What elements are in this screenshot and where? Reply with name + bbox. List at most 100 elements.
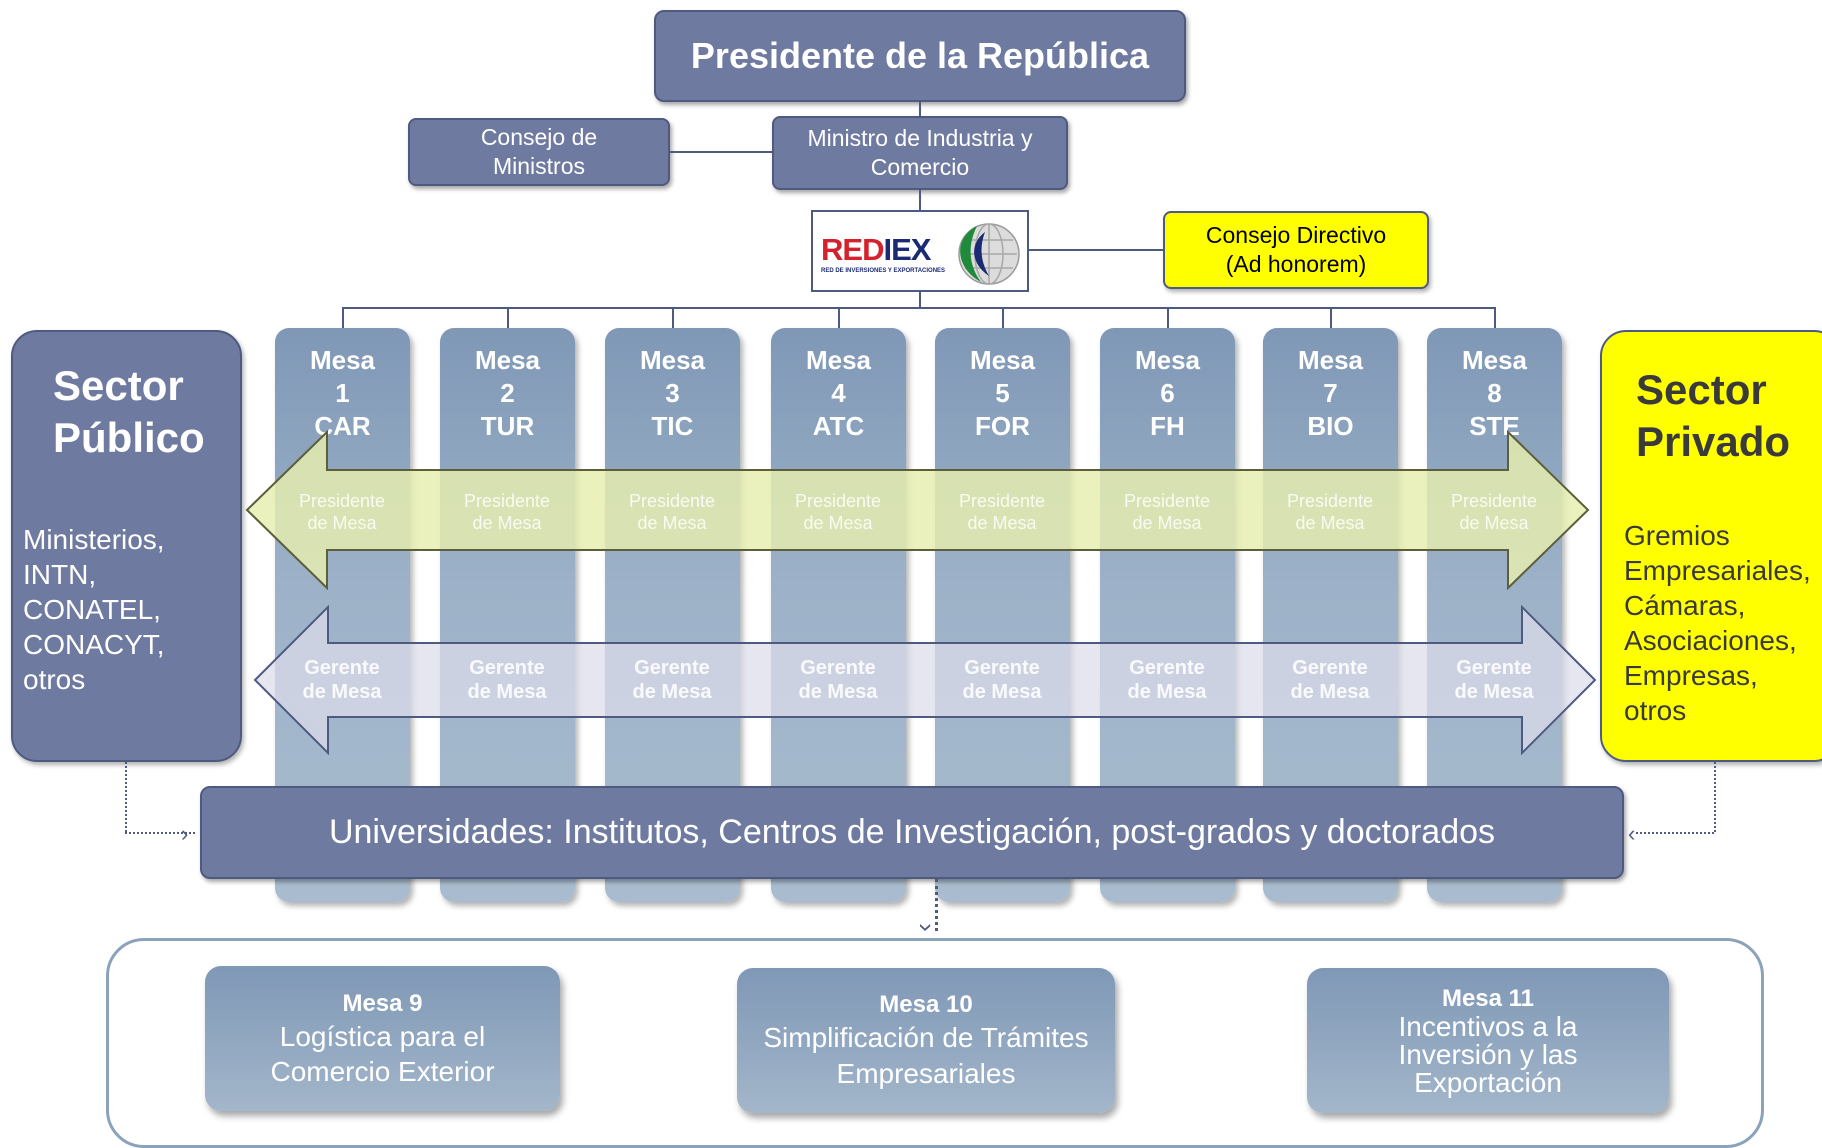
connector-president-ministro	[919, 102, 921, 116]
sector-privado-title: Sector Privado	[1636, 366, 1791, 465]
mesa-header-2: Mesa 2 TUR	[440, 344, 575, 443]
presidente-mesa-label: Presidente de Mesa	[1123, 491, 1211, 533]
mesa-drop-8	[1494, 307, 1496, 329]
mesa-header-4: Mesa 4 ATC	[771, 344, 906, 443]
rediex-iex-part: IEX	[883, 232, 931, 267]
consejo-directivo-label: Consejo Directivo (Ad honorem)	[1205, 222, 1387, 277]
mesa-word: Mesa	[1297, 345, 1364, 375]
mesa-drop-4	[838, 307, 840, 329]
mesa-number: 7	[1323, 378, 1338, 408]
privado-dotted-connector-h	[1636, 832, 1714, 834]
presidente-mesa-label: Presidente de Mesa	[628, 491, 716, 533]
mesa-11-box: Mesa 11 Incentivos a la Inversión y las …	[1307, 968, 1669, 1113]
universidades-label: Universidades: Institutos, Centros de In…	[328, 813, 1496, 851]
rediex-wordmark: REDIEX	[821, 232, 931, 268]
globe-icon	[958, 223, 1020, 285]
connector-rediex-consejo-directivo	[1029, 249, 1163, 251]
ministro-box: Ministro de Industria y Comercio	[772, 116, 1068, 190]
mesa-code: ATC	[812, 411, 865, 441]
mesa-number: 5	[995, 378, 1010, 408]
sector-publico-box: Sector Público Ministerios, INTN, CONATE…	[11, 330, 242, 762]
mesa-9-title: Mesa 9	[342, 989, 423, 1017]
mesa-11-desc: Incentivos a la Inversión y las Exportac…	[1398, 1010, 1578, 1098]
mesa-drop-5	[1002, 307, 1004, 329]
rediex-logo: REDIEX RED DE INVERSIONES Y EXPORTACIONE…	[811, 210, 1029, 292]
mesa-word: Mesa	[969, 345, 1036, 375]
president-box: Presidente de la República	[654, 10, 1186, 102]
consejo-directivo-box: Consejo Directivo (Ad honorem)	[1163, 211, 1429, 289]
mesa-drop-2	[507, 307, 509, 329]
mesa-number: 3	[665, 378, 680, 408]
rediex-tagline: RED DE INVERSIONES Y EXPORTACIONES	[821, 268, 946, 274]
mesa-header-5: Mesa 5 FOR	[935, 344, 1070, 443]
mesa-number: 2	[500, 378, 515, 408]
mesa-word: Mesa	[474, 345, 541, 375]
gerente-mesa-label: Gerente de Mesa	[1290, 657, 1370, 703]
mesa-word: Mesa	[639, 345, 706, 375]
mesa-code: BIO	[1307, 411, 1354, 441]
gerente-mesa-label: Gerente de Mesa	[632, 657, 712, 703]
mesa-drop-1	[342, 307, 344, 329]
connector-rediex-bus	[919, 292, 921, 308]
mesa-bus-line	[342, 307, 1496, 309]
gerente-mesa-label: Gerente de Mesa	[798, 657, 878, 703]
mesa-word: Mesa	[1461, 345, 1528, 375]
mesa-header-1: Mesa 1 CAR	[275, 344, 410, 443]
mesa-drop-3	[672, 307, 674, 329]
mesa-number: 1	[335, 378, 350, 408]
mesa-number: 4	[831, 378, 846, 408]
mesa-9-box: Mesa 9 Logística para el Comercio Exteri…	[205, 966, 560, 1111]
rediex-red-part: RED	[821, 232, 884, 267]
sector-privado-items: Gremios Empresariales, Cámaras, Asociaci…	[1624, 520, 1811, 726]
gerente-double-arrow	[253, 605, 1597, 755]
presidente-double-arrow	[245, 430, 1590, 590]
presidente-mesa-label: Presidente de Mesa	[958, 491, 1046, 533]
gerente-mesa-label: Gerente de Mesa	[1127, 657, 1207, 703]
mesa-drop-6	[1167, 307, 1169, 329]
mesa-10-title: Mesa 10	[879, 990, 973, 1018]
arrow-down-icon: ›	[911, 923, 942, 932]
mesa-code: TIC	[651, 411, 694, 441]
presidente-mesa-label: Presidente de Mesa	[463, 491, 551, 533]
mesa-number: 8	[1487, 378, 1502, 408]
gerente-mesa-label: Gerente de Mesa	[467, 657, 547, 703]
consejo-ministros-box: Consejo de Ministros	[408, 118, 670, 186]
consejo-ministros-label: Consejo de Ministros	[480, 124, 598, 179]
sector-privado-box: Sector Privado Gremios Empresariales, Cá…	[1600, 330, 1822, 762]
down-dotted-connector	[935, 879, 938, 931]
presidente-mesa-label: Presidente de Mesa	[1450, 491, 1538, 533]
sector-publico-title: Sector Público	[53, 362, 205, 461]
mesa-10-desc: Simplificación de Trámites Empresariales	[763, 1021, 1089, 1089]
mesa-header-8: Mesa 8 STE	[1427, 344, 1562, 443]
publico-dotted-connector-h	[125, 832, 195, 834]
mesa-9-desc: Logística para el Comercio Exterior	[270, 1020, 495, 1087]
mesa-code: TUR	[480, 411, 535, 441]
mesa-header-7: Mesa 7 BIO	[1263, 344, 1398, 443]
mesa-number: 6	[1160, 378, 1175, 408]
mesa-word: Mesa	[805, 345, 872, 375]
ministro-label: Ministro de Industria y Comercio	[807, 125, 1033, 180]
arrow-right-icon: ›	[181, 821, 189, 846]
publico-dotted-connector	[125, 762, 127, 832]
sector-publico-items: Ministerios, INTN, CONATEL, CONACYT, otr…	[23, 524, 165, 695]
mesa-code: FOR	[975, 411, 1030, 441]
connector-ministro-rediex	[919, 190, 921, 210]
presidente-mesa-label: Presidente de Mesa	[298, 491, 386, 533]
president-label: Presidente de la República	[690, 35, 1150, 76]
gerente-mesa-label: Gerente de Mesa	[1454, 657, 1534, 703]
mesa-word: Mesa	[309, 345, 376, 375]
presidente-mesa-label: Presidente de Mesa	[794, 491, 882, 533]
universidades-bar: Universidades: Institutos, Centros de In…	[200, 786, 1624, 879]
arrow-left-icon: ‹	[1628, 821, 1636, 846]
mesa-word: Mesa	[1134, 345, 1201, 375]
mesa-11-title: Mesa 11	[1441, 984, 1535, 1012]
mesa-header-3: Mesa 3 TIC	[605, 344, 740, 443]
connector-consejo-ministro	[670, 151, 772, 153]
mesa-drop-7	[1330, 307, 1332, 329]
mesa-code: FH	[1150, 411, 1185, 441]
gerente-mesa-label: Gerente de Mesa	[962, 657, 1042, 703]
mesa-header-6: Mesa 6 FH	[1100, 344, 1235, 443]
presidente-mesa-label: Presidente de Mesa	[1286, 491, 1374, 533]
privado-dotted-connector	[1714, 762, 1716, 832]
mesa-10-box: Mesa 10 Simplificación de Trámites Empre…	[737, 968, 1115, 1113]
